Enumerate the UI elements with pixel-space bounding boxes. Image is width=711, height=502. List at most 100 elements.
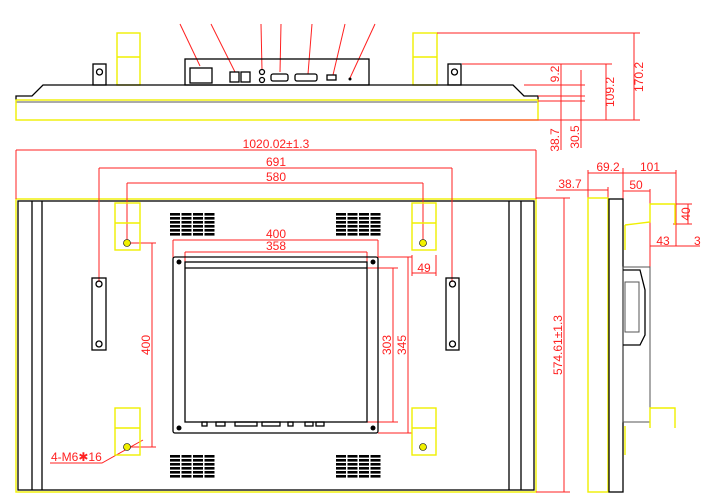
vent-slot [193, 233, 203, 236]
vent-slot [347, 467, 358, 470]
dim-400-h: 400 [266, 227, 286, 241]
vent-slot [336, 459, 346, 462]
vent-slot [347, 459, 358, 462]
vent-slot [204, 221, 215, 224]
dim-width: 1020.02±1.3 [243, 137, 310, 151]
panel-front [15, 99, 539, 121]
side-view: 69.2 101 38.7 50 40 43 3 [556, 160, 701, 493]
vent-slot [204, 213, 215, 216]
vent-slot [359, 455, 369, 458]
vent-slot [181, 213, 192, 216]
vent-slot [336, 475, 346, 478]
vent-slot [359, 463, 369, 466]
vent-slot [347, 463, 358, 466]
wall-bracket-left [116, 32, 141, 86]
vent-slot [170, 471, 180, 474]
vent-slot [193, 229, 203, 232]
vent-slot [370, 221, 381, 224]
hdmi-port [326, 74, 337, 81]
vent-slot [193, 217, 203, 220]
vent-slot [170, 213, 180, 216]
vent-slot [204, 475, 215, 478]
vent-slot [336, 213, 346, 216]
dim-691: 691 [266, 155, 286, 169]
vent-slot [359, 221, 369, 224]
vent-slot [204, 471, 215, 474]
vent-slot [359, 225, 369, 228]
vent-slot [204, 229, 215, 232]
dim-69-2: 69.2 [596, 160, 620, 174]
vesa-mount-plate [172, 256, 379, 434]
callout-leaders [179, 23, 376, 79]
vent-slot [359, 213, 369, 216]
side-hook-bottom [649, 407, 676, 428]
dim-170-2: 170.2 [632, 62, 646, 92]
vent-slot [170, 221, 180, 224]
vent-slot [347, 221, 358, 224]
vent-slot [193, 467, 203, 470]
vent-slot [193, 455, 203, 458]
dim-3: 3 [694, 234, 701, 248]
vent-slot [193, 463, 203, 466]
dim-30-5: 30.5 [568, 125, 582, 149]
dim-400-v: 400 [139, 335, 153, 355]
vent-slot [336, 455, 346, 458]
vent-slot [336, 233, 346, 236]
vent-slot [359, 475, 369, 478]
vent-slot [181, 225, 192, 228]
vent-slot [347, 475, 358, 478]
vent-slot [193, 471, 203, 474]
vent-slot [370, 471, 381, 474]
vent-slot [170, 217, 180, 220]
dim-40: 40 [679, 207, 693, 221]
vent-slot [204, 455, 215, 458]
vent-slot [193, 213, 203, 216]
vent-slot [347, 471, 358, 474]
vent-slot [370, 475, 381, 478]
power-port [189, 67, 213, 84]
vent-slot [170, 455, 180, 458]
dim-49: 49 [417, 261, 431, 275]
vga-port [270, 73, 289, 82]
vent-slot [336, 225, 346, 228]
vent-slot [181, 463, 192, 466]
vent-slot [170, 459, 180, 462]
vent-slot [336, 471, 346, 474]
vent-slot [370, 213, 381, 216]
wall-brackets [114, 202, 437, 456]
vent-slot [193, 221, 203, 224]
side-panel-back [608, 198, 624, 493]
vent-slot [193, 225, 203, 228]
side-hook-top [624, 203, 676, 226]
vent-slot [336, 229, 346, 232]
vent-slot [370, 233, 381, 236]
vent-slot [370, 225, 381, 228]
vent-slot [181, 233, 192, 236]
vent-slot [181, 221, 192, 224]
dim-303: 303 [380, 335, 394, 355]
vent-slot [370, 217, 381, 220]
vent-slot [181, 217, 192, 220]
vent-slot [181, 471, 192, 474]
vent-slot [170, 475, 180, 478]
vent-slot [181, 475, 192, 478]
vent-slot [359, 459, 369, 462]
dim-38-7: 38.7 [548, 128, 562, 152]
vent-slot [347, 455, 358, 458]
vent-slot [181, 455, 192, 458]
vent-slot [170, 467, 180, 470]
dual-port [229, 71, 240, 83]
dim-101: 101 [640, 160, 660, 174]
vent-slot [170, 229, 180, 232]
vent-slot [370, 229, 381, 232]
top-view: 170.2 109.2 9.2 38.7 30.5 [15, 23, 646, 152]
vent-slot [359, 471, 369, 474]
vent-slot [347, 225, 358, 228]
dvi-port [294, 73, 318, 82]
dim-358: 358 [266, 239, 286, 253]
vent-grilles [170, 213, 381, 478]
dim-43: 43 [656, 234, 670, 248]
dim-109-2: 109.2 [603, 77, 617, 107]
vent-slot [204, 459, 215, 462]
